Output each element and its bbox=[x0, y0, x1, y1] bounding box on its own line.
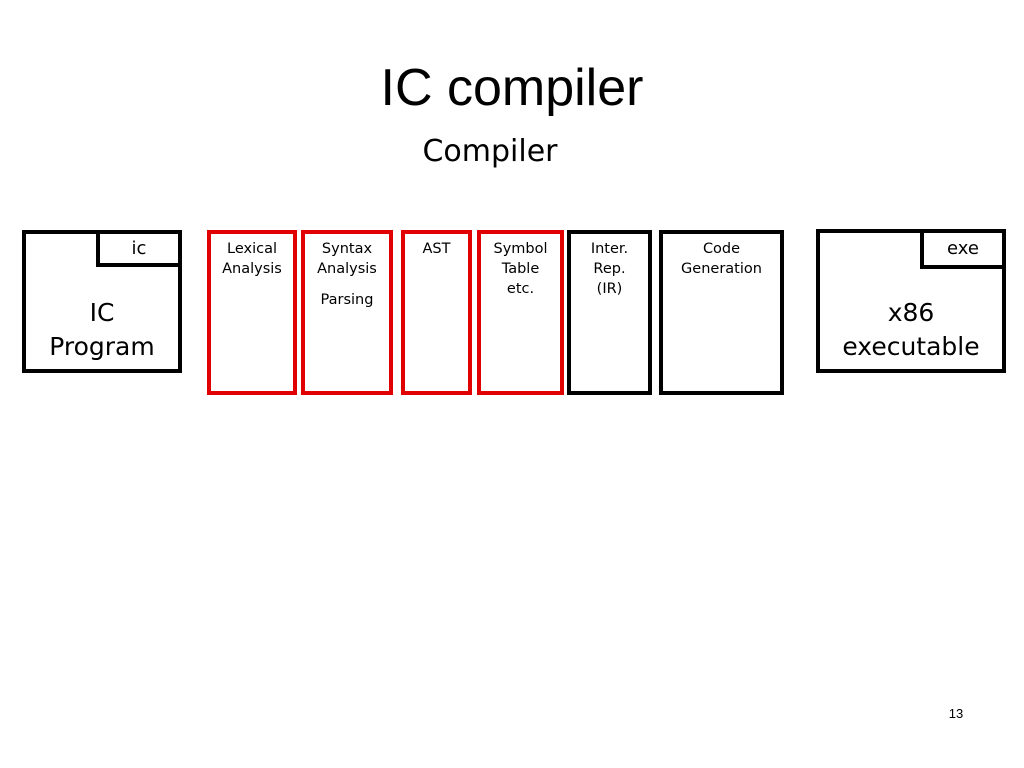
stage-code-generation: Code Generation bbox=[659, 230, 784, 395]
stage-label-line: Analysis bbox=[222, 261, 282, 277]
stage-label-line: Lexical bbox=[227, 241, 277, 257]
input-file-label: IC Program bbox=[26, 296, 178, 364]
stage-label-line: Syntax bbox=[321, 241, 373, 257]
output-file-label: x86 executable bbox=[820, 296, 1002, 364]
output-file-extension-tab: exe bbox=[920, 229, 1006, 269]
stage-label-line: Inter. bbox=[590, 241, 629, 257]
slide-subtitle: Compiler bbox=[422, 134, 558, 169]
input-file-label-line2: Program bbox=[49, 332, 155, 361]
page-number: 13 bbox=[948, 706, 964, 721]
output-file-box: exe x86 executable bbox=[816, 229, 1006, 373]
stage-label-line: Code bbox=[702, 241, 741, 257]
stage-label-line: Symbol bbox=[493, 241, 548, 257]
stage-label-line: AST bbox=[422, 241, 451, 257]
output-file-label-line2: executable bbox=[842, 332, 980, 361]
output-file-label-line1: x86 bbox=[887, 298, 935, 327]
input-file-extension: ic bbox=[131, 238, 147, 259]
stage-label-line: Table bbox=[501, 261, 540, 277]
input-file-extension-tab: ic bbox=[96, 230, 182, 267]
stage-lexical-analysis: Lexical Analysis bbox=[207, 230, 297, 395]
stage-ast: AST bbox=[401, 230, 472, 395]
stage-symbol-table: Symbol Table etc. bbox=[477, 230, 564, 395]
stage-label-line: Generation bbox=[681, 261, 762, 277]
stage-label-line: Rep. bbox=[593, 261, 626, 277]
stage-label-line: (IR) bbox=[596, 281, 623, 297]
slide-title: IC compiler bbox=[380, 59, 644, 117]
stage-label-line: Analysis bbox=[317, 261, 377, 277]
stage-syntax-analysis: Syntax Analysis Parsing bbox=[301, 230, 393, 395]
stage-label-parsing: Parsing bbox=[320, 292, 374, 308]
input-file-label-line1: IC bbox=[89, 298, 115, 327]
stage-label-line: etc. bbox=[506, 281, 535, 297]
input-file-box: ic IC Program bbox=[22, 230, 182, 373]
output-file-extension: exe bbox=[947, 238, 979, 259]
stage-intermediate-representation: Inter. Rep. (IR) bbox=[567, 230, 652, 395]
